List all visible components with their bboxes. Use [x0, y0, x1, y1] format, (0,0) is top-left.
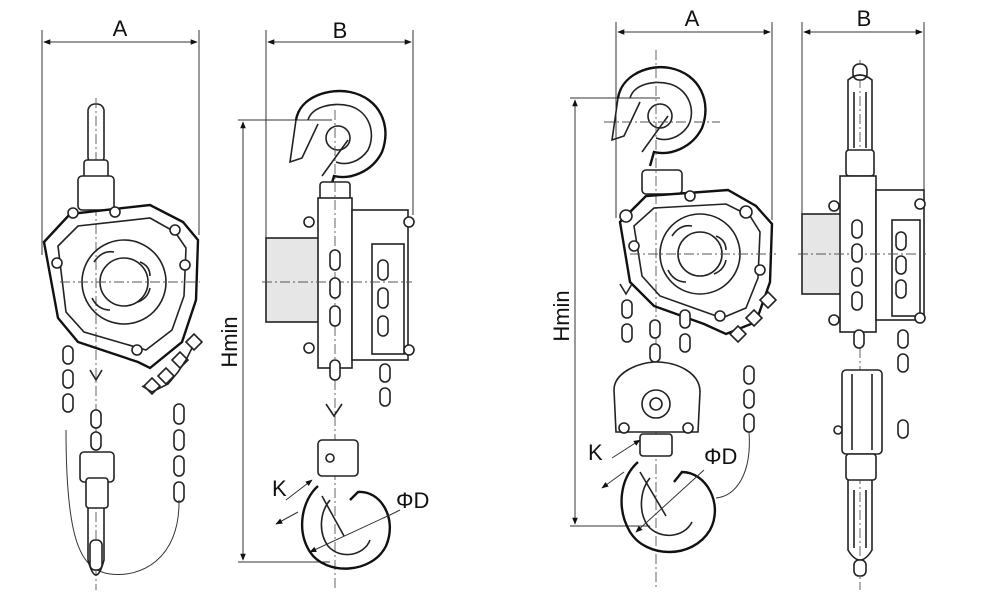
left-side-top-hook: [289, 89, 387, 201]
right-annotation-diameter: ΦD: [635, 444, 737, 533]
left-dimension-hmin: Hmin: [217, 119, 332, 563]
right-label-a: A: [685, 6, 700, 31]
left-dimension-a: A: [41, 16, 200, 255]
right-label-hmin: Hmin: [549, 290, 574, 341]
left-label-k: K: [272, 476, 287, 501]
left-label-hmin: Hmin: [217, 316, 242, 367]
left-hand-chain: [65, 332, 204, 576]
left-label-b: B: [333, 18, 348, 43]
right-dimension-hmin: Hmin: [549, 97, 660, 527]
right-label-diameter: ΦD: [704, 444, 737, 469]
left-side-chains: [325, 249, 391, 418]
right-side-bottom-block: [833, 369, 883, 577]
left-side-view: B Hmin: [217, 18, 429, 590]
left-annotation-k: K: [272, 476, 313, 525]
right-side-view: B: [798, 6, 926, 590]
left-side-bottom-hook: [301, 439, 392, 570]
right-label-k: K: [588, 440, 603, 465]
left-bottom-hook: [79, 451, 115, 576]
left-front-view: A: [41, 16, 204, 590]
left-dimension-b: B: [265, 18, 414, 238]
left-annotation-diameter: ΦD: [309, 488, 429, 553]
left-hoist-body: [42, 203, 200, 370]
right-side-chains: [851, 219, 909, 439]
right-label-b: B: [857, 6, 872, 31]
left-label-a: A: [113, 16, 128, 41]
right-front-chains: [619, 283, 778, 499]
right-bottom-block: [613, 361, 716, 554]
right-dimension-a: A: [615, 6, 773, 220]
right-dimension-b: B: [801, 6, 925, 214]
right-annotation-k: K: [588, 439, 641, 489]
right-front-view: A Hmin: [549, 6, 778, 590]
left-top-hook: [77, 98, 115, 590]
left-label-diameter: ΦD: [396, 488, 429, 513]
left-load-chains: [62, 345, 103, 451]
